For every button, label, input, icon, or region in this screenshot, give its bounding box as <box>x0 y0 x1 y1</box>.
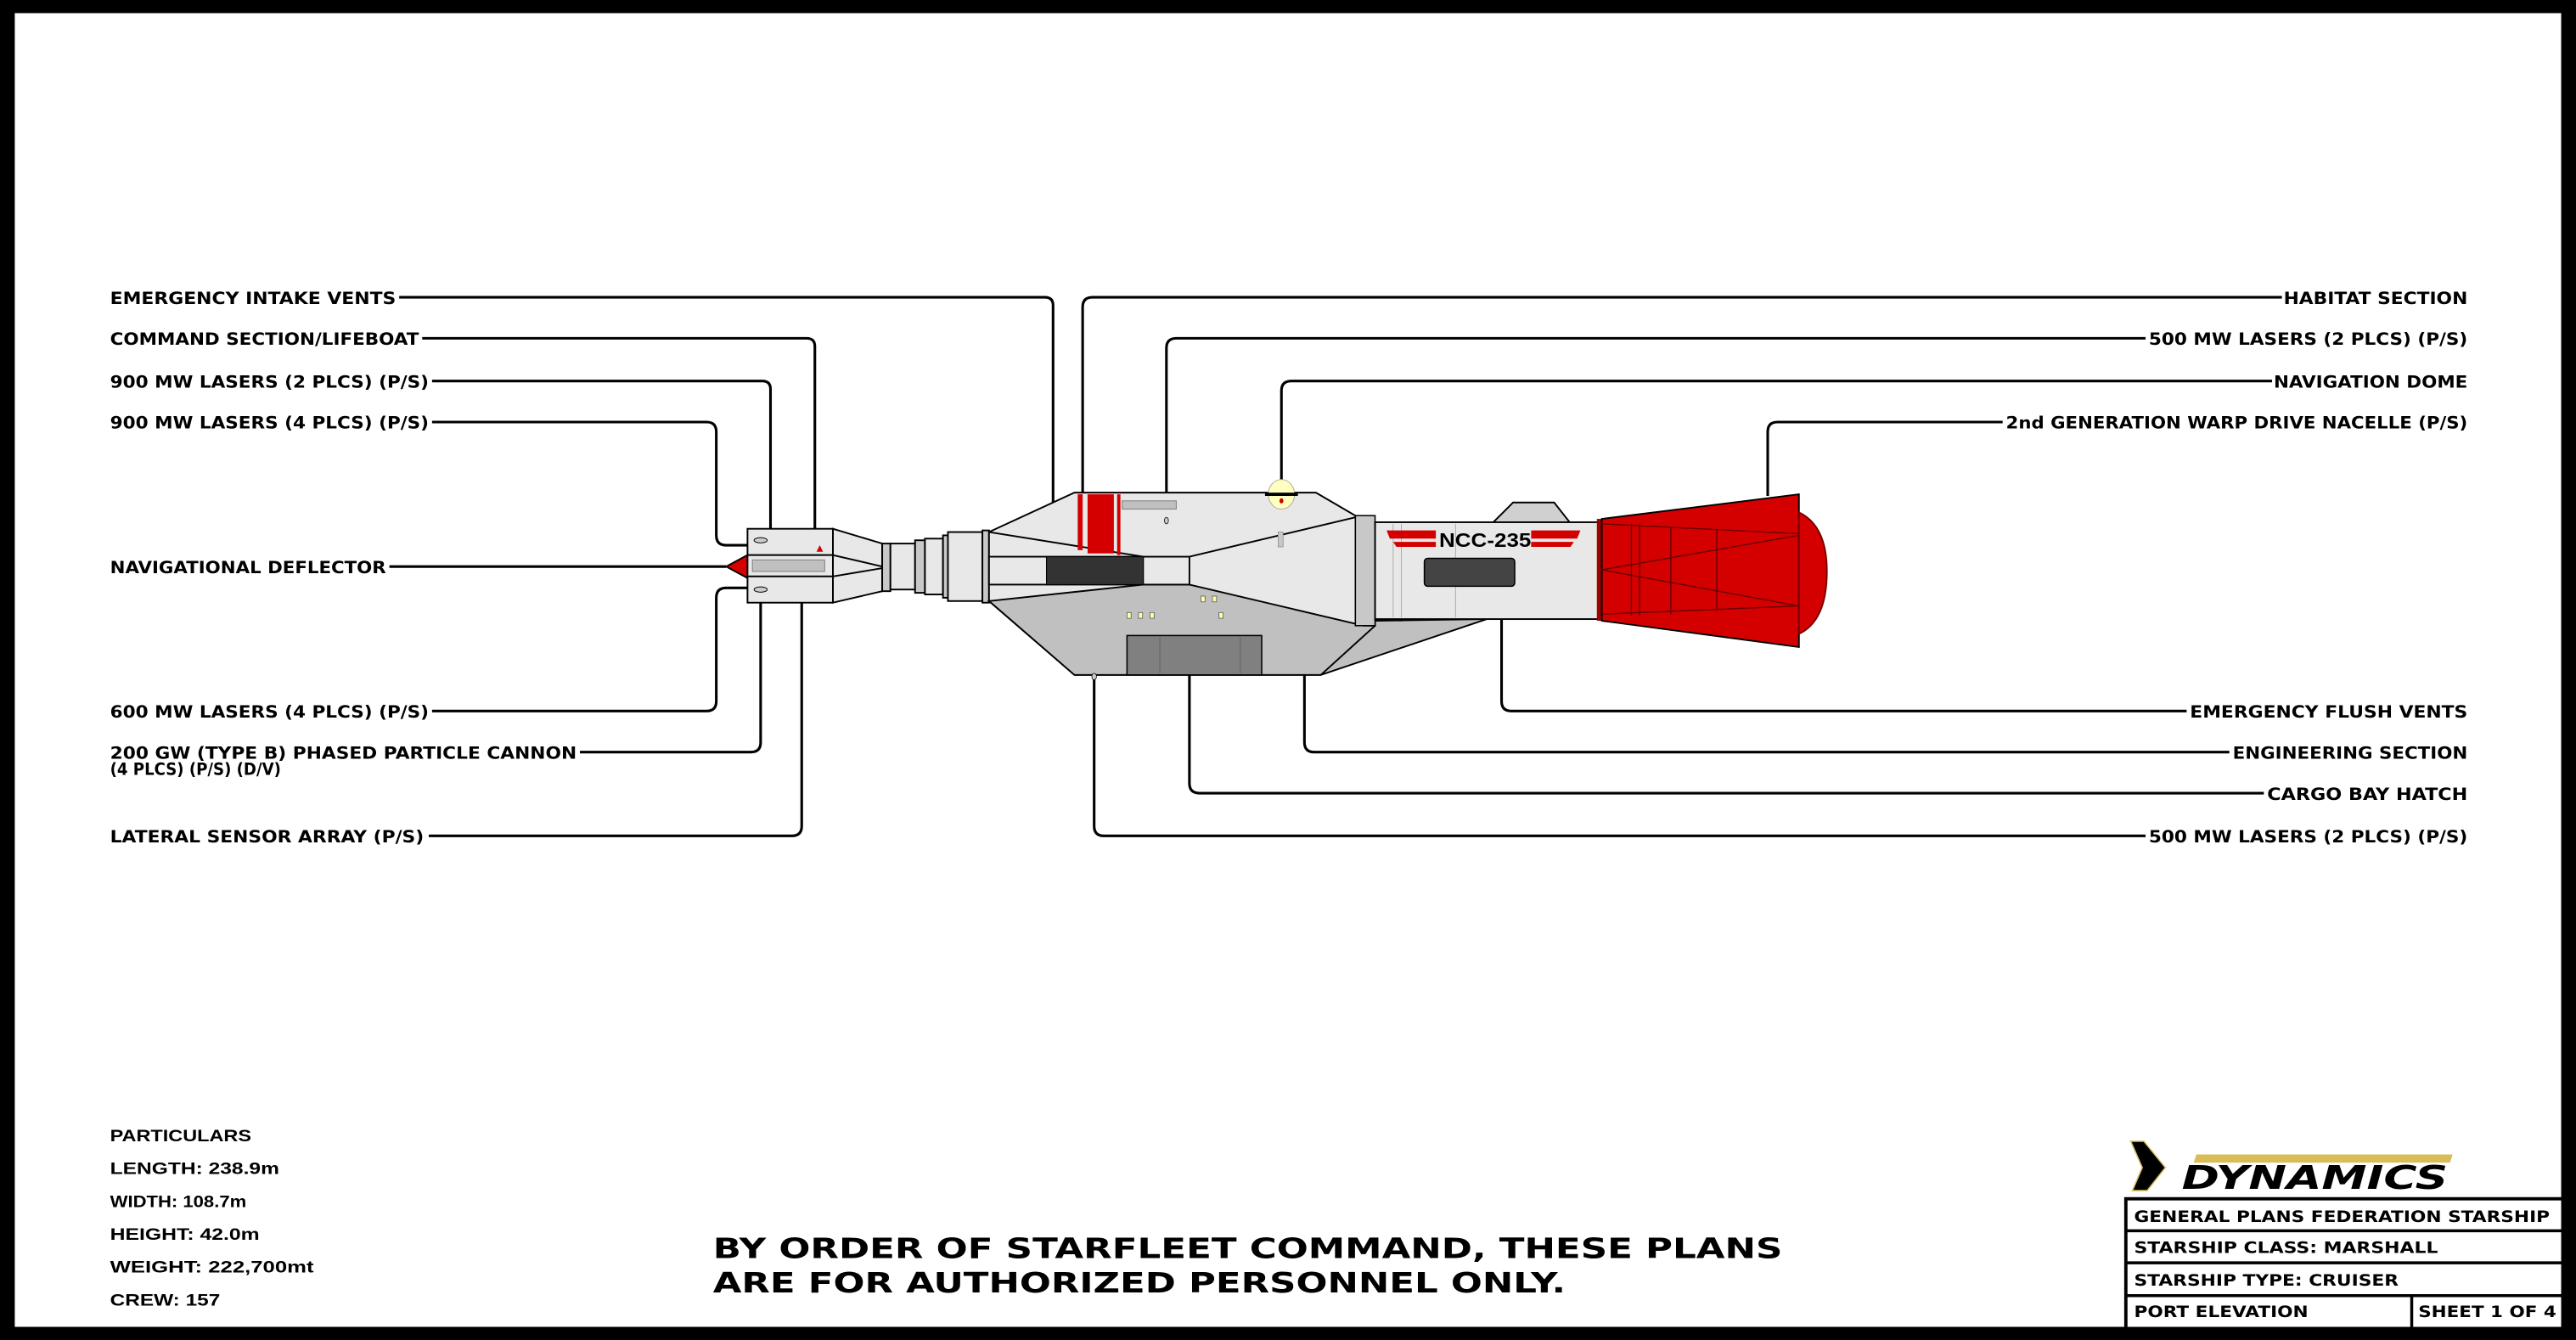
callout-label: 600 MW LASERS (4 PLCS) (P/S) <box>110 702 429 722</box>
neck-ring <box>889 543 916 591</box>
particular-length: LENGTH: 238.9m <box>110 1160 279 1179</box>
callout-label: NAVIGATION DOME <box>2274 372 2467 391</box>
warning-line-2: ARE FOR AUTHORIZED PERSONNEL ONLY. <box>713 1266 1566 1299</box>
particulars: PARTICULARS LENGTH: 238.9m WIDTH: 108.7m… <box>110 1127 315 1309</box>
callout-label: 500 MW LASERS (2 PLCS) (P/S) <box>2149 329 2467 349</box>
cargo-bay-hatch <box>1126 634 1263 676</box>
habitat-stripe <box>1087 494 1114 554</box>
left-callouts: EMERGENCY INTAKE VENTS COMMAND SECTION/L… <box>110 289 577 847</box>
particular-crew: CREW: 157 <box>110 1291 221 1309</box>
habitat-stripe <box>1116 494 1121 555</box>
callout-label: HABITAT SECTION <box>2284 289 2468 308</box>
right-callouts: HABITAT SECTION 500 MW LASERS (2 PLCS) (… <box>2006 289 2468 847</box>
laser-emitter <box>753 586 768 593</box>
emergency-intake-vents <box>1045 555 1145 586</box>
neck-ring <box>924 538 944 596</box>
particulars-heading: PARTICULARS <box>110 1127 252 1146</box>
particular-height: HEIGHT: 42.0m <box>110 1225 260 1244</box>
lateral-sensor-array <box>751 559 825 572</box>
callout-label: 900 MW LASERS (4 PLCS) (P/S) <box>110 414 429 433</box>
callout-label: ENGINEERING SECTION <box>2233 743 2468 763</box>
callout-label: EMERGENCY INTAKE VENTS <box>110 289 397 308</box>
title-sheet-number: SHEET 1 OF 4 <box>2418 1303 2556 1321</box>
callout-label: CARGO BAY HATCH <box>2267 785 2467 804</box>
callout-label: 900 MW LASERS (2 PLCS) (P/S) <box>110 372 429 391</box>
laser-emitter <box>753 537 768 543</box>
emergency-flush-vents <box>1423 557 1516 588</box>
title-starship-class: STARSHIP CLASS: MARSHALL <box>2134 1240 2438 1258</box>
logo-text: DYNAMICS <box>2182 1159 2448 1197</box>
registry-number: NCC-235 <box>1439 529 1531 551</box>
callout-label: 2nd GENERATION WARP DRIVE NACELLE (P/S) <box>2006 414 2468 433</box>
warp-drive-nacelle <box>1600 493 1800 649</box>
registry-stripes <box>1386 530 1581 547</box>
warning-line-1: BY ORDER OF STARFLEET COMMAND, THESE PLA… <box>713 1231 1783 1264</box>
callout-label: COMMAND SECTION/LIFEBOAT <box>110 329 420 349</box>
starship-port-elevation: NCC-235 <box>724 479 1828 680</box>
intake-vent-marker <box>816 545 824 552</box>
logo-chevron-icon <box>2129 1140 2167 1191</box>
callout-label: 200 GW (TYPE B) PHASED PARTICLE CANNON <box>110 743 577 763</box>
nacelle-dome <box>1797 510 1828 635</box>
habitat-windows <box>1126 595 1223 619</box>
callout-label: 500 MW LASERS (2 PLCS) (P/S) <box>2149 827 2467 847</box>
laser-emitter <box>1164 516 1169 525</box>
title-starship-type: STARSHIP TYPE: CRUISER <box>2134 1272 2399 1290</box>
laser-emitter <box>1091 673 1097 680</box>
habitat-stripe <box>1077 494 1083 550</box>
callout-label: EMERGENCY FLUSH VENTS <box>2190 702 2467 722</box>
callout-label-line2: (4 PLCS) (P/S) (D/V) <box>110 760 281 780</box>
leader-lines <box>389 296 2282 837</box>
callout-label: NAVIGATIONAL DEFLECTOR <box>110 558 386 577</box>
title-view: PORT ELEVATION <box>2134 1303 2308 1321</box>
callout-label: LATERAL SENSOR ARRAY (P/S) <box>110 827 425 847</box>
particular-weight: WEIGHT: 222,700mt <box>110 1258 315 1277</box>
dynamics-logo: DYNAMICS <box>2182 1154 2453 1197</box>
title-general-plans: GENERAL PLANS FEDERATION STARSHIP <box>2134 1208 2550 1226</box>
particular-width: WIDTH: 108.7m <box>110 1192 247 1211</box>
neck-ring <box>947 531 984 602</box>
